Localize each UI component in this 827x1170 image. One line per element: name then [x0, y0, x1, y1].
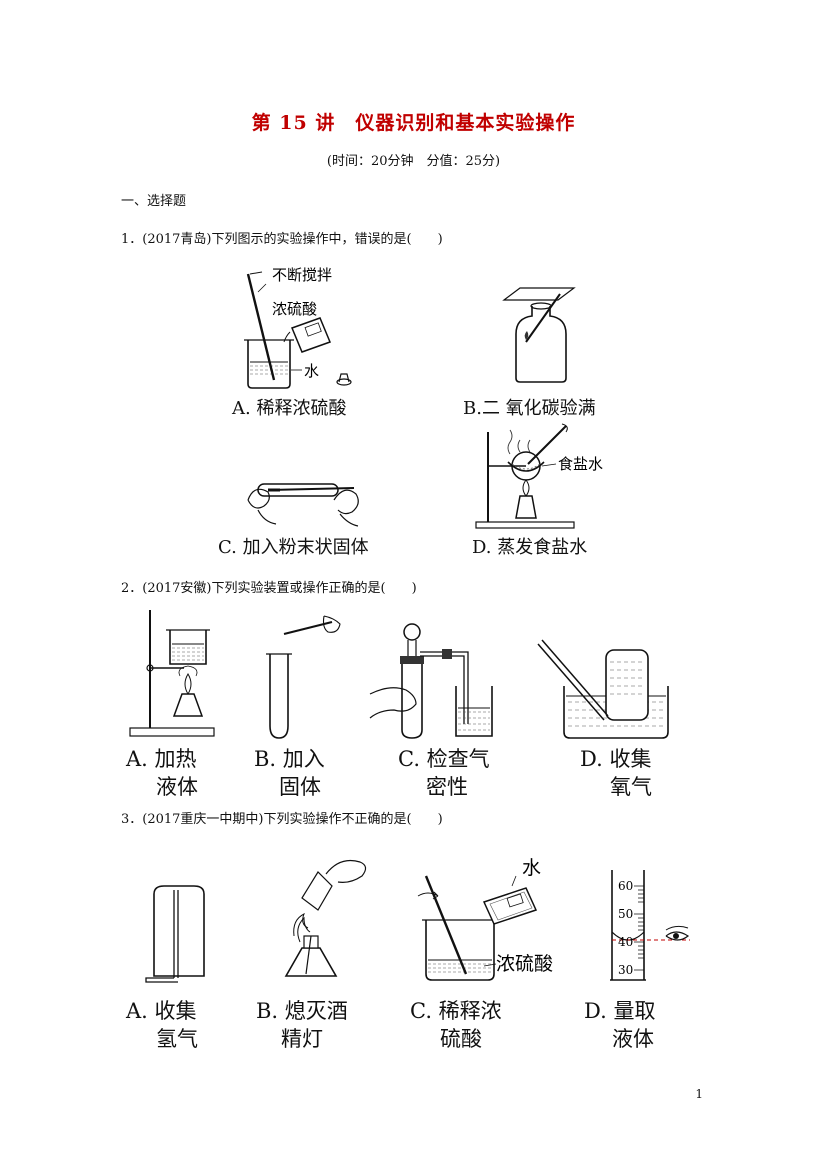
q2-option-c-label: C. 检查气密性 [398, 747, 490, 799]
q3d-tick-30: 30 [618, 963, 633, 977]
q1-option-d-label: D. 蒸发食盐水 [472, 537, 588, 558]
q3-option-a-label: A. 收集氢气 [126, 999, 198, 1051]
q1a-callout-water: 水 [304, 362, 319, 380]
section-heading: 一、选择题 [121, 194, 187, 209]
q1-option-c-label: C. 加入粉末状固体 [218, 537, 369, 558]
q2-option-d-label: D. 收集氧气 [580, 747, 652, 799]
q1-figure-c [244, 470, 364, 534]
q2-figure-b [262, 612, 352, 746]
page-number: 1 [695, 1087, 703, 1101]
q3-figure-a [140, 884, 220, 988]
q3-option-b-label: B. 熄灭酒精灯 [256, 999, 348, 1051]
question-3-text: 3．(2017重庆一中期中)下列实验操作不正确的是( ) [121, 812, 443, 827]
page-subtitle: (时间：20分钟 分值：25分) [326, 154, 501, 169]
q1-figure-a: 不断搅拌 浓硫酸 水 [226, 262, 376, 396]
q3d-tick-50: 50 [618, 907, 633, 921]
q1d-callout-saltwater: 食盐水 [558, 455, 603, 473]
page-title: 第 15 讲 仪器识别和基本实验操作 [251, 112, 576, 134]
q1-option-a-label: A. 稀释浓硫酸 [232, 398, 347, 419]
q1a-callout-acid: 浓硫酸 [272, 300, 317, 318]
q2-option-a-label: A. 加热液体 [126, 747, 198, 799]
question-1-text: 1．(2017青岛)下列图示的实验操作中，错误的是( ) [121, 232, 443, 247]
q2-figure-c [368, 612, 508, 746]
q3c-callout-water: 水 [522, 857, 541, 879]
q3d-tick-60: 60 [618, 879, 633, 893]
q1-figure-b [496, 286, 586, 390]
q3-figure-d: 60 50 40 30 [604, 868, 700, 988]
q3-option-d-label: D. 量取液体 [584, 999, 656, 1051]
q2-figure-a [124, 608, 224, 742]
q2-option-b-label: B. 加入固体 [254, 747, 325, 799]
q1-figure-d: 食盐水 [470, 423, 610, 534]
q2-figure-d [537, 636, 678, 750]
q3-figure-b [276, 852, 376, 988]
q3-figure-c: 水 浓硫酸 [404, 857, 594, 988]
q3c-callout-acid: 浓硫酸 [496, 953, 553, 975]
question-2-text: 2．(2017安徽)下列实验装置或操作正确的是( ) [121, 581, 417, 596]
q1a-callout-stir: 不断搅拌 [272, 266, 332, 284]
q3-option-c-label: C. 稀释浓硫酸 [410, 999, 502, 1051]
q3d-tick-40: 40 [618, 935, 633, 949]
q1-option-b-label: B.二 氧化碳验满 [463, 398, 596, 419]
